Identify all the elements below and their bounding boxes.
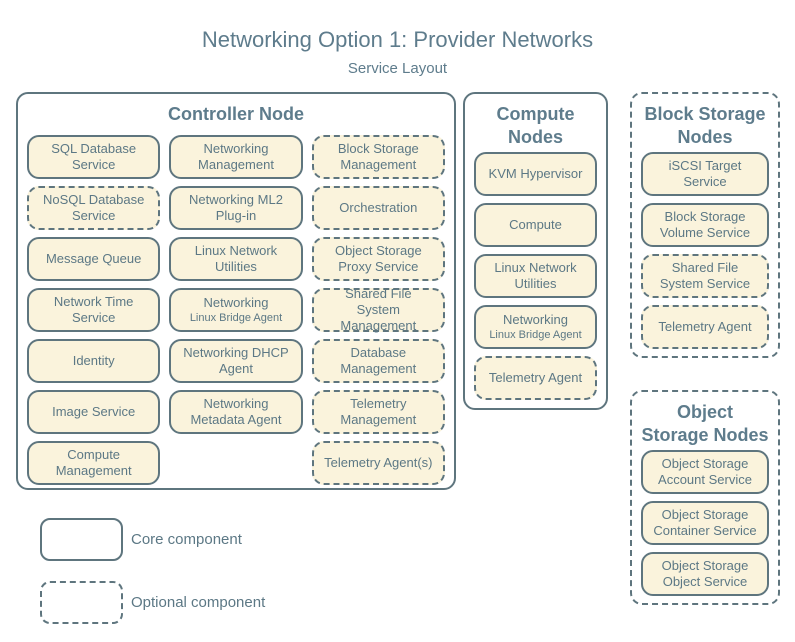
service-box-object-storage-container: Object Storage Container Service	[641, 501, 769, 545]
service-box-object-storage-proxy: Object Storage Proxy Service	[311, 237, 445, 281]
compute-nodes-section: Compute Nodes KVM Hypervisor Compute Lin…	[463, 92, 608, 410]
service-box-networking-dhcp-agent: Networking DHCP Agent	[169, 339, 303, 383]
service-box-telemetry-agents: Telemetry Agent(s)	[311, 441, 445, 485]
controller-service-grid: SQL Database Service Networking Manageme…	[27, 135, 445, 485]
object-storage-service-stack: Object Storage Account Service Object St…	[641, 450, 769, 596]
service-box-shared-file-system-management: Shared File System Management	[311, 285, 445, 334]
service-sublabel: Linux Bridge Agent	[189, 311, 283, 324]
service-label: Object Storage Container Service	[653, 506, 757, 538]
service-label: NoSQL Database Service	[42, 191, 145, 223]
service-box-object-storage-object: Object Storage Object Service	[641, 552, 769, 596]
service-label: Networking Metadata Agent	[190, 395, 282, 427]
service-label: Object Storage Account Service	[658, 455, 752, 487]
service-label: Orchestration	[339, 199, 418, 215]
service-label: Image Service	[52, 403, 136, 419]
service-box-linux-network-utilities: Linux Network Utilities	[474, 254, 597, 298]
service-label: Database Management	[340, 344, 417, 376]
service-label: Networking DHCP Agent	[183, 344, 289, 376]
block-storage-nodes-title: Block Storage Nodes	[644, 104, 766, 147]
service-label: Block Storage Management	[337, 140, 419, 172]
compute-service-stack: KVM Hypervisor Compute Linux Network Uti…	[474, 152, 597, 400]
service-box-linux-network-utilities: Linux Network Utilities	[169, 237, 303, 281]
service-label: Shared File System Service	[659, 259, 751, 291]
service-box-telemetry-agent: Telemetry Agent	[641, 305, 769, 349]
service-label: Networking	[203, 295, 269, 311]
service-label: Telemetry Agent(s)	[324, 454, 433, 470]
service-label: Networking Management	[198, 140, 274, 172]
service-box-telemetry-management: Telemetry Management	[311, 390, 445, 434]
controller-node-title: Controller Node	[167, 104, 304, 124]
service-label: Object Storage Object Service	[661, 557, 749, 589]
object-storage-nodes-title: Object Storage Nodes	[641, 402, 769, 445]
block-storage-service-stack: iSCSI Target Service Block Storage Volum…	[641, 152, 769, 349]
service-box-block-storage-management: Block Storage Management	[311, 135, 445, 179]
service-label: Object Storage Proxy Service	[334, 242, 422, 274]
service-label: Networking ML2 Plug-in	[189, 191, 283, 223]
block-storage-nodes-section: Block Storage Nodes iSCSI Target Service…	[630, 92, 780, 358]
page-title: Networking Option 1: Provider Networks	[201, 27, 594, 52]
service-label: Linux Network Utilities	[494, 259, 577, 291]
service-sublabel: Linux Bridge Agent	[489, 328, 582, 341]
service-label: SQL Database Service	[51, 140, 137, 172]
service-label: Compute	[509, 216, 562, 232]
service-label: iSCSI Target Service	[668, 157, 742, 189]
service-box-sql-database: SQL Database Service	[27, 135, 161, 179]
service-box-orchestration: Orchestration	[311, 186, 445, 230]
service-label: Linux Network Utilities	[194, 242, 278, 274]
service-label: Telemetry Management	[340, 395, 417, 427]
service-box-object-storage-account: Object Storage Account Service	[641, 450, 769, 494]
service-box-networking-metadata-agent: Networking Metadata Agent	[169, 390, 303, 434]
page-subtitle: Service Layout	[347, 60, 448, 77]
service-box-networking-ml2: Networking ML2 Plug-in	[169, 186, 303, 230]
service-box-nosql-database: NoSQL Database Service	[27, 186, 161, 230]
legend-core-swatch	[40, 518, 123, 561]
service-box-network-time: Network Time Service	[27, 288, 161, 332]
service-box-kvm-hypervisor: KVM Hypervisor	[474, 152, 597, 196]
service-box-image-service: Image Service	[27, 390, 161, 434]
service-label: Message Queue	[45, 250, 142, 266]
service-label: Telemetry Agent	[488, 369, 583, 385]
legend-core-label: Core component	[131, 531, 242, 548]
service-box-compute-management: Compute Management	[27, 441, 161, 485]
controller-node-section: Controller Node SQL Database Service Net…	[16, 92, 456, 490]
legend-optional-swatch	[40, 581, 123, 624]
service-box-block-storage-volume: Block Storage Volume Service	[641, 203, 769, 247]
service-box-iscsi-target: iSCSI Target Service	[641, 152, 769, 196]
service-box-shared-file-system: Shared File System Service	[641, 254, 769, 298]
legend-optional-label: Optional component	[131, 594, 266, 611]
service-label: Block Storage Volume Service	[659, 208, 751, 240]
service-label: Networking	[502, 312, 569, 328]
service-box-networking-management: Networking Management	[169, 135, 303, 179]
service-label: KVM Hypervisor	[488, 165, 583, 181]
service-label: Shared File System Management	[340, 285, 417, 334]
compute-nodes-title: Compute Nodes	[496, 104, 575, 147]
service-box-telemetry-agent: Telemetry Agent	[474, 356, 597, 400]
service-label: Compute Management	[55, 446, 132, 478]
service-box-compute: Compute	[474, 203, 597, 247]
object-storage-nodes-section: Object Storage Nodes Object Storage Acco…	[630, 390, 780, 605]
service-label: Telemetry Agent	[658, 318, 752, 334]
service-label: Identity	[72, 352, 115, 368]
service-box-database-management: Database Management	[311, 339, 445, 383]
service-box-identity: Identity	[27, 339, 161, 383]
service-box-message-queue: Message Queue	[27, 237, 161, 281]
service-label: Network Time Service	[53, 293, 134, 325]
